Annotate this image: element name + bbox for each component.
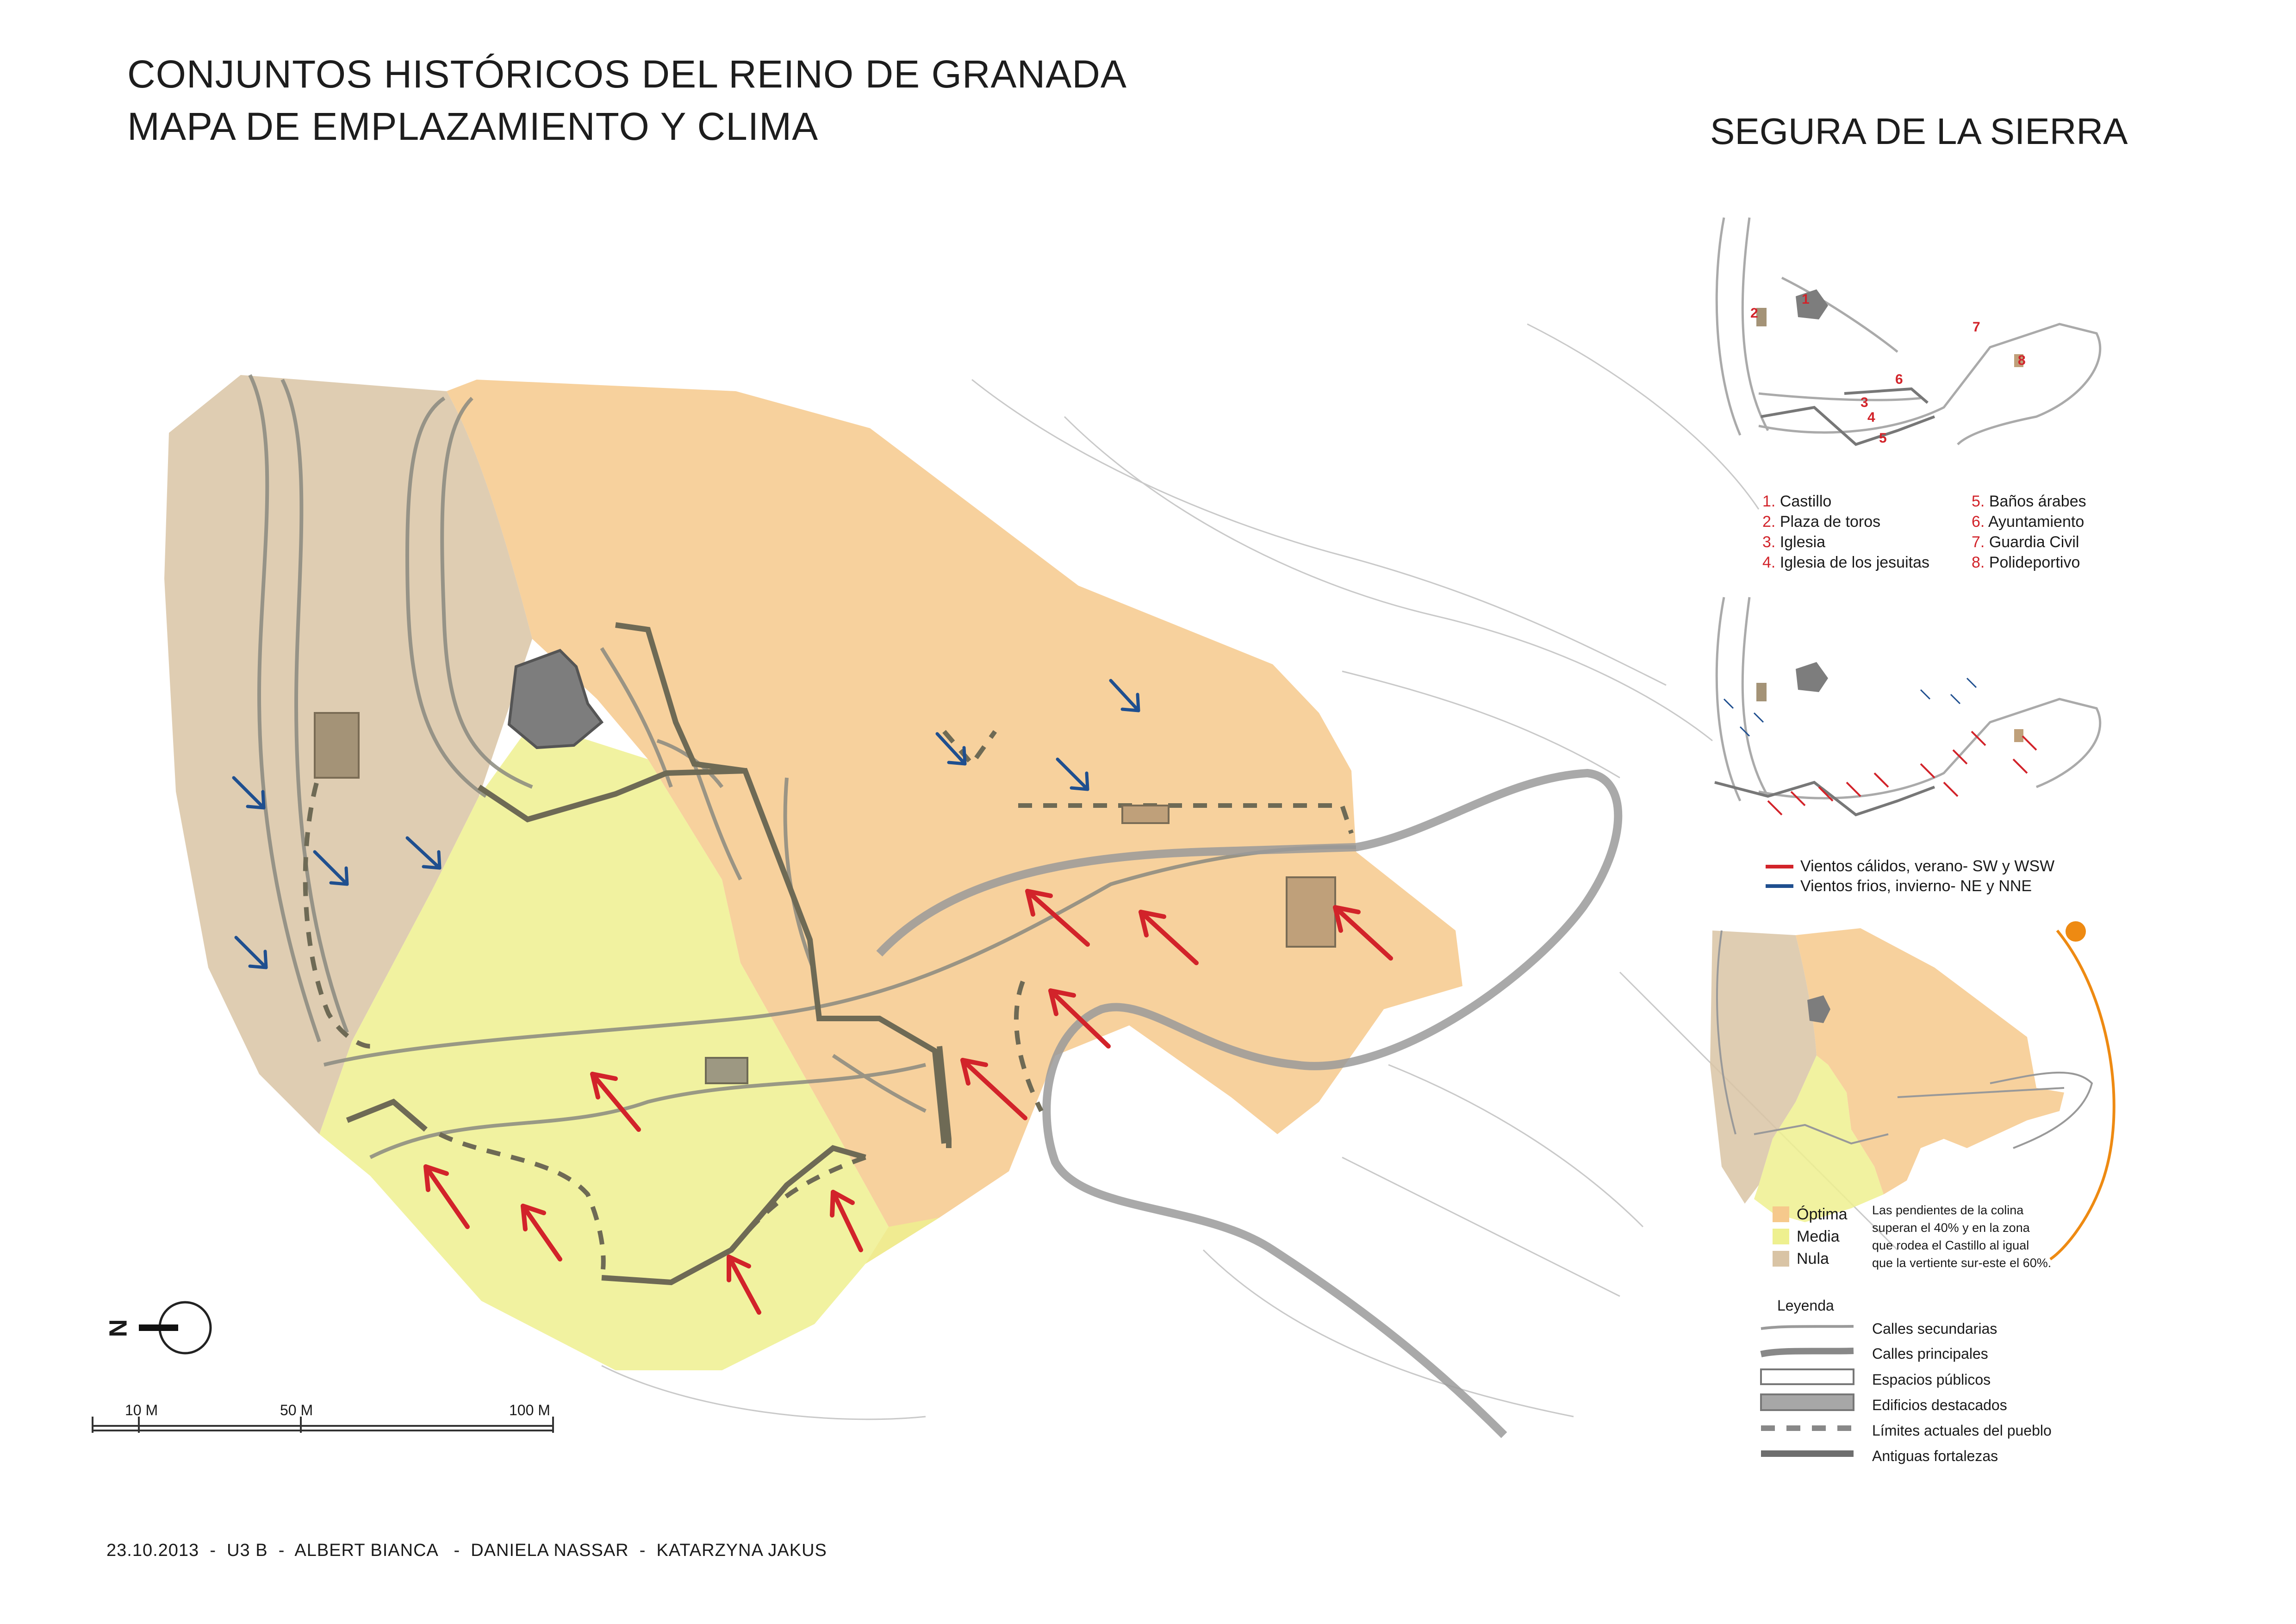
legend-item-main-streets: Calles principales — [1872, 1345, 1988, 1362]
marker-7: 7 — [1972, 319, 1980, 335]
slope-note-line: superan el 40% y en la zona — [1872, 1221, 2030, 1235]
title-line-2: MAPA DE EMPLAZAMIENTO Y CLIMA — [127, 105, 819, 148]
town-title: SEGURA DE LA SIERRA — [1710, 111, 2128, 152]
warm-wind-arrow — [727, 1255, 761, 1315]
scale-label-10m: 10 M — [125, 1402, 158, 1418]
marker-1: 1 — [1802, 292, 1810, 307]
optima-label: Óptima — [1797, 1206, 1848, 1223]
cold-wind-arrow — [1056, 757, 1089, 791]
guardia-civil-building — [1121, 805, 1170, 824]
sun-icon — [2066, 921, 2086, 942]
media-swatch — [1773, 1229, 1789, 1244]
marker-3: 3 — [1860, 395, 1868, 410]
legend-item-secondary-streets: Calles secundarias — [1872, 1320, 1997, 1337]
slope-note-line: que rodea el Castillo al igual — [1872, 1238, 2029, 1252]
warm-wind-arrow — [960, 1058, 1027, 1120]
cold-wind-legend: Vientos frios, invierno- NE y NNE — [1800, 877, 2032, 895]
title-line-1: CONJUNTOS HISTÓRICOS DEL REINO DE GRANAD… — [127, 52, 1127, 96]
slope-note-line: que la vertiente sur-este el 60%. — [1872, 1256, 2052, 1270]
place-item-1: 1. Castillo — [1762, 493, 1832, 510]
scale-label-100m: 100 M — [509, 1402, 550, 1418]
place-item-5: 5. Baños árabes — [1972, 493, 2086, 510]
warm-wind-arrow — [1048, 988, 1111, 1049]
footer-group: U3 B — [227, 1541, 268, 1560]
main-road — [876, 768, 1623, 1438]
footer-credits: 23.10.2013 - U3 B - ALBERT BIANCA - DANI… — [106, 1541, 827, 1560]
optima-swatch — [1773, 1206, 1789, 1222]
bullring-building — [314, 712, 360, 779]
slope-note: Las pendientes de la colina superan el 4… — [1872, 1201, 2051, 1272]
warm-wind-arrow — [590, 1072, 641, 1132]
cold-wind-arrow — [313, 850, 349, 886]
media-label: Media — [1797, 1228, 1840, 1245]
cold-wind-arrow — [405, 836, 442, 870]
footer-author: DANIELA NASSAR — [471, 1541, 629, 1560]
marker-8: 8 — [2018, 353, 2026, 368]
warm-wind-arrow — [521, 1204, 562, 1262]
marker-6: 6 — [1895, 372, 1903, 387]
scale-bar — [92, 1417, 554, 1433]
warm-wind-arrow — [1333, 905, 1393, 961]
warm-wind-arrow — [1025, 889, 1090, 947]
place-item-8: 8. Polideportivo — [1972, 554, 2080, 571]
church-building — [705, 1057, 748, 1084]
place-item-7: 7. Guardia Civil — [1972, 533, 2079, 551]
marker-5: 5 — [1879, 431, 1887, 446]
place-item-6: 6. Ayuntamiento — [1972, 513, 2084, 531]
warm-wind-arrow — [1139, 910, 1199, 965]
cold-wind-arrow — [935, 732, 967, 766]
legend-title: Leyenda — [1777, 1297, 1834, 1314]
footer-date: 23.10.2013 — [106, 1541, 199, 1560]
legend-item-public-spaces: Espacios públicos — [1872, 1371, 1991, 1388]
place-item-2: 2. Plaza de toros — [1762, 513, 1881, 531]
cold-wind-arrow — [1109, 679, 1140, 712]
place-item-3: 3. Iglesia — [1762, 533, 1826, 551]
marker-4: 4 — [1867, 410, 1875, 425]
cold-wind-arrows — [232, 679, 1140, 969]
nula-label: Nula — [1797, 1250, 1829, 1268]
cold-wind-arrow — [232, 776, 266, 810]
place-item-4: 4. Iglesia de los jesuitas — [1762, 554, 1929, 571]
marker-2: 2 — [1750, 306, 1758, 321]
warm-wind-arrow — [423, 1164, 470, 1229]
legend-item-town-limits: Límites actuales del pueblo — [1872, 1422, 2052, 1439]
north-arrow — [139, 1301, 212, 1355]
slope-note-line: Las pendientes de la colina — [1872, 1203, 2024, 1217]
warm-wind-arrow — [830, 1190, 863, 1252]
cold-wind-arrow — [234, 936, 268, 969]
nula-swatch — [1773, 1251, 1789, 1267]
castle-building — [507, 649, 604, 750]
fortress-walls — [346, 622, 952, 1286]
zone-media-area — [319, 722, 940, 1370]
footer-author: ALBERT BIANCA — [294, 1541, 438, 1560]
footer-author: KATARZYNA JAKUS — [656, 1541, 827, 1560]
sports-ground-building — [1286, 876, 1336, 948]
legend-item-key-buildings: Edificios destacados — [1872, 1397, 2007, 1413]
contour-lines — [601, 323, 1898, 1420]
legend-item-old-fortresses: Antiguas fortalezas — [1872, 1448, 1998, 1464]
warm-wind-legend: Vientos cálidos, verano- SW y WSW — [1800, 857, 2055, 875]
scale-label-50m: 50 M — [280, 1402, 313, 1418]
warm-wind-arrows — [423, 889, 1393, 1315]
